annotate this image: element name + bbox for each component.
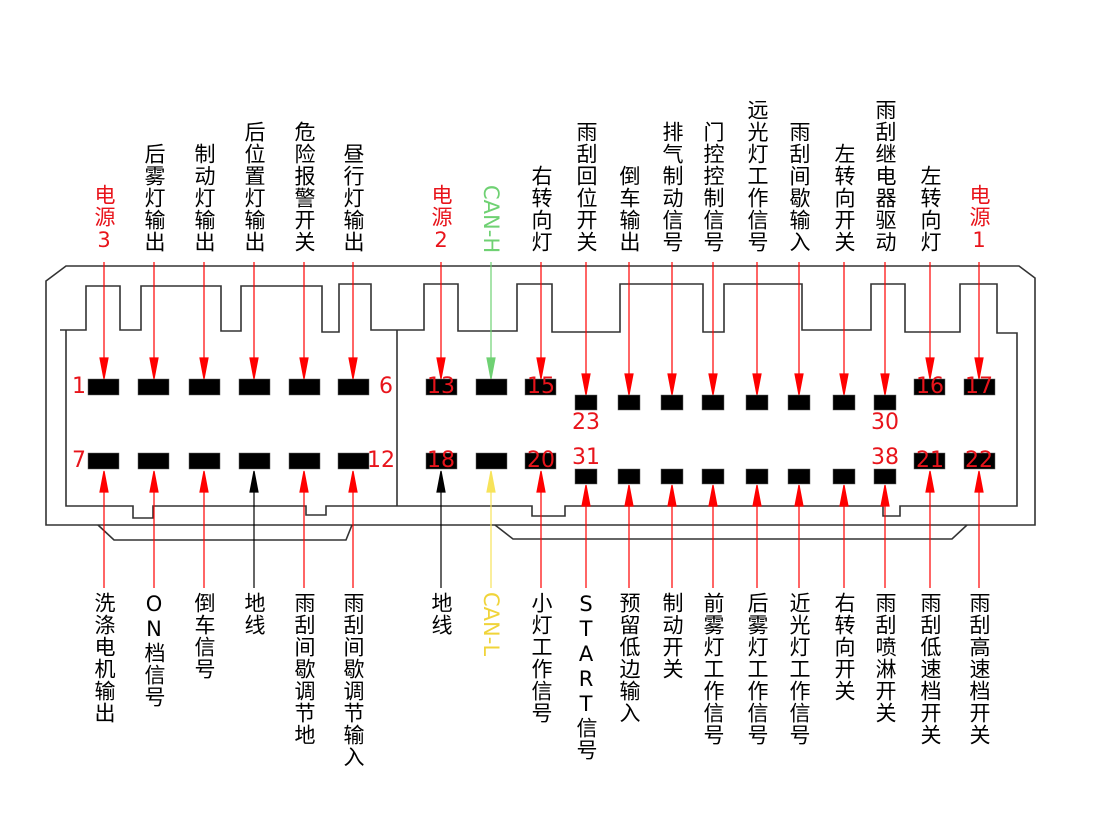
label-start-signal: START信号	[574, 592, 598, 761]
pin-number-21: 21	[916, 448, 944, 473]
pin-number-17: 17	[965, 374, 993, 399]
label-right-turn-lamp: 右转向灯	[529, 165, 553, 253]
label-wiper-intermittent-in: 雨刮间歇输入	[787, 121, 811, 253]
pin-number-38: 38	[871, 445, 899, 470]
pins	[87, 378, 996, 485]
label-door-control: 门控控制信号	[701, 121, 725, 253]
label-wiper-washer-switch: 雨刮喷淋开关	[873, 592, 897, 724]
label-low-beam-signal: 近光灯工作信号	[787, 592, 811, 746]
label-wiper-high-switch: 雨刮高速档开关	[967, 592, 991, 746]
top-arrows	[99, 262, 984, 396]
label-on-signal: ON档信号	[142, 592, 166, 708]
label-ground-1: 地线	[242, 592, 266, 636]
label-wiper-park-switch: 雨刮回位开关	[574, 121, 598, 253]
pin-number-30: 30	[871, 410, 899, 435]
pin-number-13: 13	[427, 374, 455, 399]
label-power-3: 电源3	[92, 184, 116, 253]
label-exhaust-brake: 排气制动信号	[660, 121, 684, 253]
pin-number-1: 1	[72, 374, 86, 399]
label-reverse-signal: 倒车信号	[192, 592, 216, 680]
label-rear-position-out: 后位置灯输出	[242, 121, 266, 253]
label-small-lamp-signal: 小灯工作信号	[529, 592, 553, 724]
pin-number-23: 23	[572, 410, 600, 435]
label-high-beam-signal: 远光灯工作信号	[745, 99, 769, 253]
label-hazard-switch: 危险报警开关	[292, 121, 316, 253]
label-brake-light-out: 制动灯输出	[192, 143, 216, 253]
label-rear-fog-signal: 后雾灯工作信号	[745, 592, 769, 746]
label-brake-switch: 制动开关	[660, 592, 684, 680]
label-can-h: CAN-H	[479, 184, 503, 253]
label-rear-fog-out: 后雾灯输出	[142, 143, 166, 253]
pin-number-20: 20	[527, 448, 555, 473]
label-right-turn-switch: 右转向开关	[832, 592, 856, 702]
label-reserved-low-side: 预留低边输入	[617, 592, 641, 724]
label-wiper-adjust-ground: 雨刮间歇调节地	[292, 592, 316, 746]
label-reverse-out: 倒车输出	[617, 165, 641, 253]
label-washer-motor-out: 洗涤电机输出	[92, 592, 116, 724]
pin-number-16: 16	[916, 374, 944, 399]
label-wiper-low-switch: 雨刮低速档开关	[918, 592, 942, 746]
connector-housing	[45, 265, 1036, 541]
label-power-1: 电源1	[967, 184, 991, 253]
label-can-l: CAN-L	[479, 592, 503, 657]
label-left-turn-lamp: 左转向灯	[918, 165, 942, 253]
label-ground-2: 地线	[429, 592, 453, 636]
pin-number-12: 12	[367, 448, 395, 473]
label-drl-out: 昼行灯输出	[341, 143, 365, 253]
pin-number-31: 31	[572, 445, 600, 470]
label-left-turn-switch: 左转向开关	[832, 143, 856, 253]
pin-number-7: 7	[72, 448, 86, 473]
pin-number-6: 6	[379, 374, 393, 399]
label-wiper-relay-drive: 雨刮继电器驱动	[873, 99, 897, 253]
pin-number-22: 22	[965, 448, 993, 473]
label-power-2: 电源2	[429, 184, 453, 253]
pin-number-18: 18	[427, 448, 455, 473]
label-front-fog-signal: 前雾灯工作信号	[701, 592, 725, 746]
label-wiper-adjust-in: 雨刮间歇调节输入	[341, 592, 365, 768]
pin-number-15: 15	[527, 374, 555, 399]
bottom-arrows	[99, 470, 984, 588]
